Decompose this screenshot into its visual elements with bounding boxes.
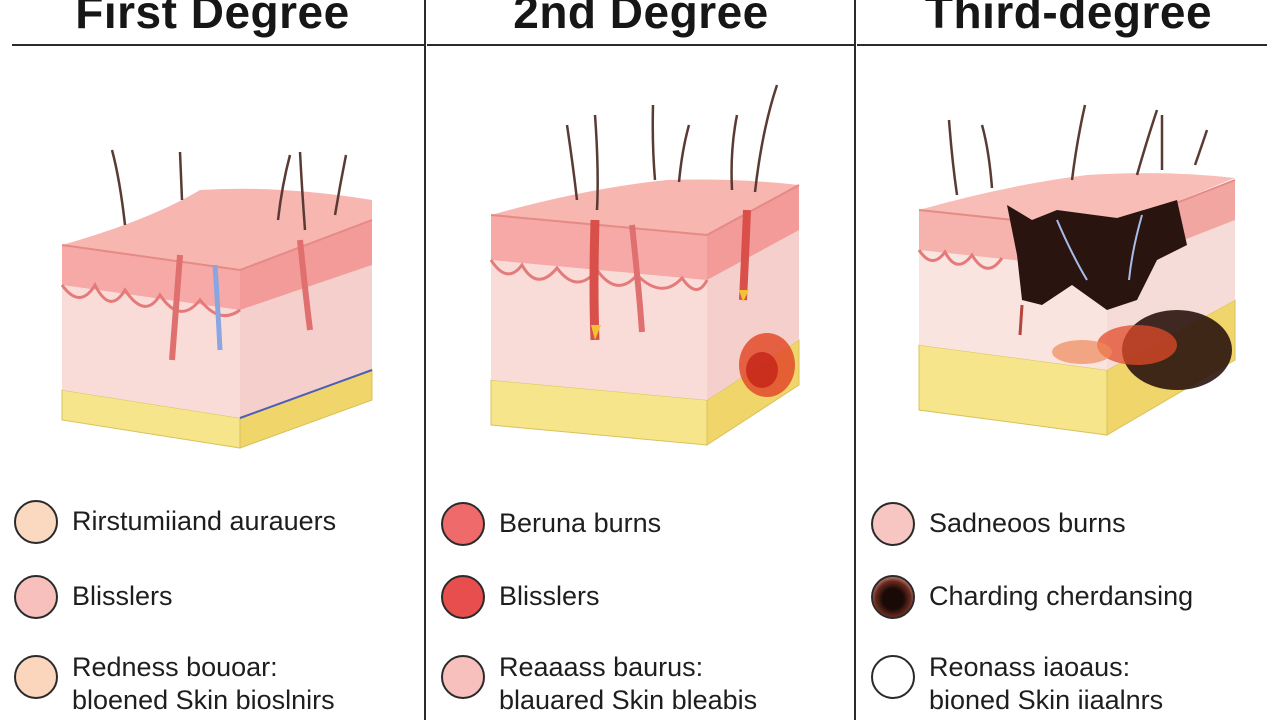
legend-label: Rirstumiiand aurauers xyxy=(72,506,337,536)
legend-swatch xyxy=(441,575,485,619)
legend-item: Charding cherdansing xyxy=(871,575,1193,619)
panel-title: Third-degree xyxy=(924,0,1213,38)
legend-item: Blisslers xyxy=(441,575,600,619)
title-underline xyxy=(857,44,1267,46)
legend-label: Charding cherdansing xyxy=(929,581,1194,611)
legend-label: Reonass iaoaus: bioned Skin iiaalnrs xyxy=(929,652,1164,715)
second-degree-panel: 2nd Degree Beruna burns xyxy=(427,0,855,720)
legend-swatch xyxy=(14,500,58,544)
panel-title: 2nd Degree xyxy=(513,0,769,38)
second-degree-skin-diagram xyxy=(489,84,800,446)
divider-line-1 xyxy=(424,0,426,720)
legend-label: Reaaass baurus: blauared Skin bleabis xyxy=(499,652,758,715)
legend-item: Reaaass baurus: blauared Skin bleabis xyxy=(441,652,757,717)
legend-swatch xyxy=(14,575,58,619)
legend-swatch-charred xyxy=(871,575,915,619)
legend-item: Blisslers xyxy=(14,575,173,619)
legend-item: Rirstumiiand aurauers xyxy=(14,500,336,544)
legend-label: Redness bouoar: bloened Skin bioslnirs xyxy=(72,652,335,715)
legend-swatch xyxy=(14,655,58,699)
legend-swatch xyxy=(871,502,915,546)
first-degree-panel: First Degree Rirstumiiand aurauers xyxy=(0,0,425,720)
legend-label: Blisslers xyxy=(72,581,173,611)
divider-line-2 xyxy=(854,0,856,720)
legend-label: Beruna burns xyxy=(499,508,662,538)
legend-swatch xyxy=(441,655,485,699)
third-degree-skin-diagram xyxy=(917,104,1236,436)
title-underline xyxy=(12,44,425,46)
third-degree-panel: Third-degree Sadneoos burns xyxy=(857,0,1280,720)
panel-title: First Degree xyxy=(75,0,350,38)
legend-label: Sadneoos burns xyxy=(929,508,1126,538)
legend-item: Beruna burns xyxy=(441,502,661,546)
legend-label: Blisslers xyxy=(499,581,600,611)
legend-item: Redness bouoar: bloened Skin bioslnirs xyxy=(14,652,335,717)
title-underline xyxy=(427,44,855,46)
legend-item: Reonass iaoaus: bioned Skin iiaalnrs xyxy=(871,652,1163,717)
legend-swatch xyxy=(871,655,915,699)
legend-item: Sadneoos burns xyxy=(871,502,1126,546)
legend-swatch xyxy=(441,502,485,546)
first-degree-skin-diagram xyxy=(60,149,373,449)
